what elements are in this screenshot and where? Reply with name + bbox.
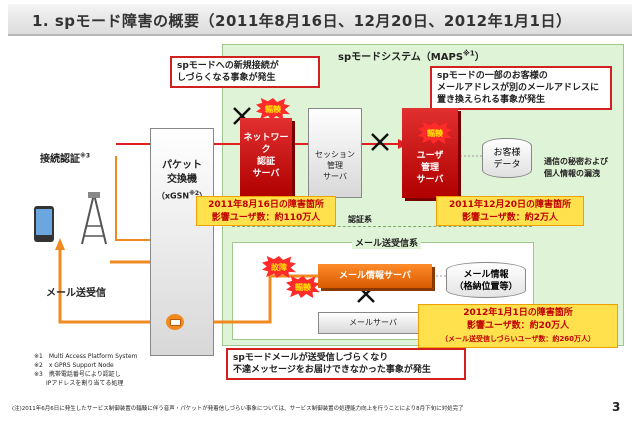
mail-info-db: メール情報 （格納位置等） <box>446 262 526 298</box>
incident-aug-line1: 2011年8月16日の障害箇所 <box>208 200 324 210</box>
customer-data-line1: お客様 <box>493 148 521 158</box>
callout-mail-replace-line3: 置き換えられる事象が発生 <box>437 95 546 105</box>
network-auth-line2: 認証 <box>256 157 275 167</box>
callout-new-connection-line2: しづらくなる事象が発生 <box>177 73 276 83</box>
incident-aug-2011: 2011年8月16日の障害箇所 影響ユーザ数：約110万人 <box>196 196 336 226</box>
incident-dec-2011: 2011年12月20日の障害箇所 影響ユーザ数：約2万人 <box>436 196 584 226</box>
failure-x-mark-2 <box>371 133 389 151</box>
mail-info-line1: メール情報 <box>463 270 509 280</box>
session-line3: サーバ <box>323 172 347 181</box>
footnotes: ※1 Multi Access Platform System ※2 x GPR… <box>34 352 137 388</box>
network-auth-line3: サーバ <box>252 169 280 179</box>
maps-label-text: spモードシステム（MAPS <box>338 52 464 63</box>
mail-info-line2: （格納位置等） <box>454 282 518 292</box>
antenna-tower-icon <box>81 192 107 245</box>
maps-label-suffix: ） <box>474 52 485 63</box>
auth-system-area <box>232 88 532 227</box>
congestion-burst-2: 輻輳 <box>418 122 452 144</box>
footnote-4: IPアドレスを割り当てる処理 <box>34 380 124 387</box>
customer-data-db: お客様 データ <box>482 138 532 178</box>
mail-system-label: メール送受信系 <box>352 236 422 249</box>
mail-flow-arrowhead <box>55 238 65 250</box>
auth-system-label: 認証系 <box>348 215 372 224</box>
callout-new-connection-line1: spモードへの新規接続が <box>177 61 279 71</box>
page-number: 3 <box>612 400 621 414</box>
auth-return-line <box>115 156 150 241</box>
packet-sup: ※2 <box>189 190 200 197</box>
incident-jan-2012: 2012年1月1日の障害箇所 影響ユーザ数：約20万人 （メール送受信しづらいユ… <box>418 304 618 348</box>
incident-dec-line1: 2011年12月20日の障害箇所 <box>448 200 572 210</box>
packet-line1: パケット <box>162 160 202 171</box>
incident-jan-line2: 影響ユーザ数：約20万人 <box>466 321 570 331</box>
connection-auth-sup: ※3 <box>80 152 91 160</box>
mail-server: メールサーバ <box>318 312 428 334</box>
incident-dec-line2: 影響ユーザ数：約2万人 <box>461 213 559 223</box>
incident-jan-line3: （メール送受信しづらいユーザ数：約260万人） <box>440 335 596 343</box>
customer-data-line2: データ <box>493 160 521 170</box>
user-mgmt-line1: ユーザ <box>416 151 444 161</box>
user-mgmt-server: ユーザ 管理 サーバ <box>402 108 458 198</box>
session-line2: 管理 <box>327 161 343 170</box>
packet-line3-text: （xGSN <box>156 191 190 201</box>
footnote-2: ※2 x GPRS Support Node <box>34 362 114 369</box>
callout-mail-delay-line1: spモードメールが送受信しづらくなり <box>233 353 389 363</box>
callout-mail-replace-line1: spモードの一部のお客様の <box>437 71 548 81</box>
phone-icon <box>34 206 54 242</box>
mail-send-receive-label: メール送受信 <box>46 288 106 299</box>
callout-new-connection: spモードへの新規接続が しづらくなる事象が発生 <box>170 56 320 88</box>
phone-screen <box>36 209 52 235</box>
page-title: 1. spモード障害の概要（2011年8月16日、12月20日、2012年1月1… <box>32 12 572 30</box>
envelope-body <box>169 318 181 326</box>
footnote-1: ※1 Multi Access Platform System <box>34 353 138 360</box>
packet-line2: 交換機 <box>167 174 197 185</box>
session-line1: セッション <box>315 150 355 159</box>
callout-mail-replace: spモードの一部のお客様の メールアドレスが別のメールアドレスに 置き換えられる… <box>430 66 612 110</box>
title-bar: 1. spモード障害の概要（2011年8月16日、12月20日、2012年1月1… <box>8 4 632 36</box>
bottom-note: (注)2011年6月6日に発生したサービス制御装置の輻輳に伴う音声・パケットが発… <box>12 406 464 412</box>
failure-x-mark-3 <box>357 285 375 303</box>
callout-mail-delay-line2: 不達メッセージをお届けできなかった事象が発生 <box>233 365 431 375</box>
privacy-note-line1: 通信の秘密および <box>544 157 608 166</box>
network-auth-server: ネットワーク 認証 サーバ <box>240 118 292 196</box>
maps-label-sup: ※1 <box>463 49 475 58</box>
congestion-burst-1: 輻輳 <box>256 98 290 120</box>
connection-auth-text: 接続認証 <box>40 154 80 165</box>
incident-aug-line2: 影響ユーザ数：約110万人 <box>211 213 321 223</box>
callout-mail-replace-line2: メールアドレスが別のメールアドレスに <box>437 83 600 93</box>
callout-mail-delay: spモードメールが送受信しづらくなり 不達メッセージをお届けできなかった事象が発… <box>226 348 466 380</box>
user-mgmt-line2: 管理 <box>420 163 439 173</box>
incident-jan-line1: 2012年1月1日の障害箇所 <box>463 308 573 318</box>
session-server: セッション 管理 サーバ <box>308 108 362 198</box>
privacy-note-line2: 個人情報の漏洩 <box>544 169 600 178</box>
mail-envelope-icon <box>166 314 184 330</box>
connection-auth-label: 接続認証※3 <box>40 150 90 165</box>
footnote-3: ※3 携帯電話番号により認証し <box>34 371 121 378</box>
failure-burst: 故障 <box>262 256 296 278</box>
network-auth-line1: ネットワーク <box>243 133 289 155</box>
user-mgmt-line3: サーバ <box>416 175 444 185</box>
congestion-burst-3: 輻輳 <box>286 276 320 298</box>
privacy-note: 通信の秘密および 個人情報の漏洩 <box>544 156 608 180</box>
mail-info-server: メール情報サーバ <box>318 264 432 288</box>
maps-system-label: spモードシステム（MAPS※1） <box>338 48 485 63</box>
